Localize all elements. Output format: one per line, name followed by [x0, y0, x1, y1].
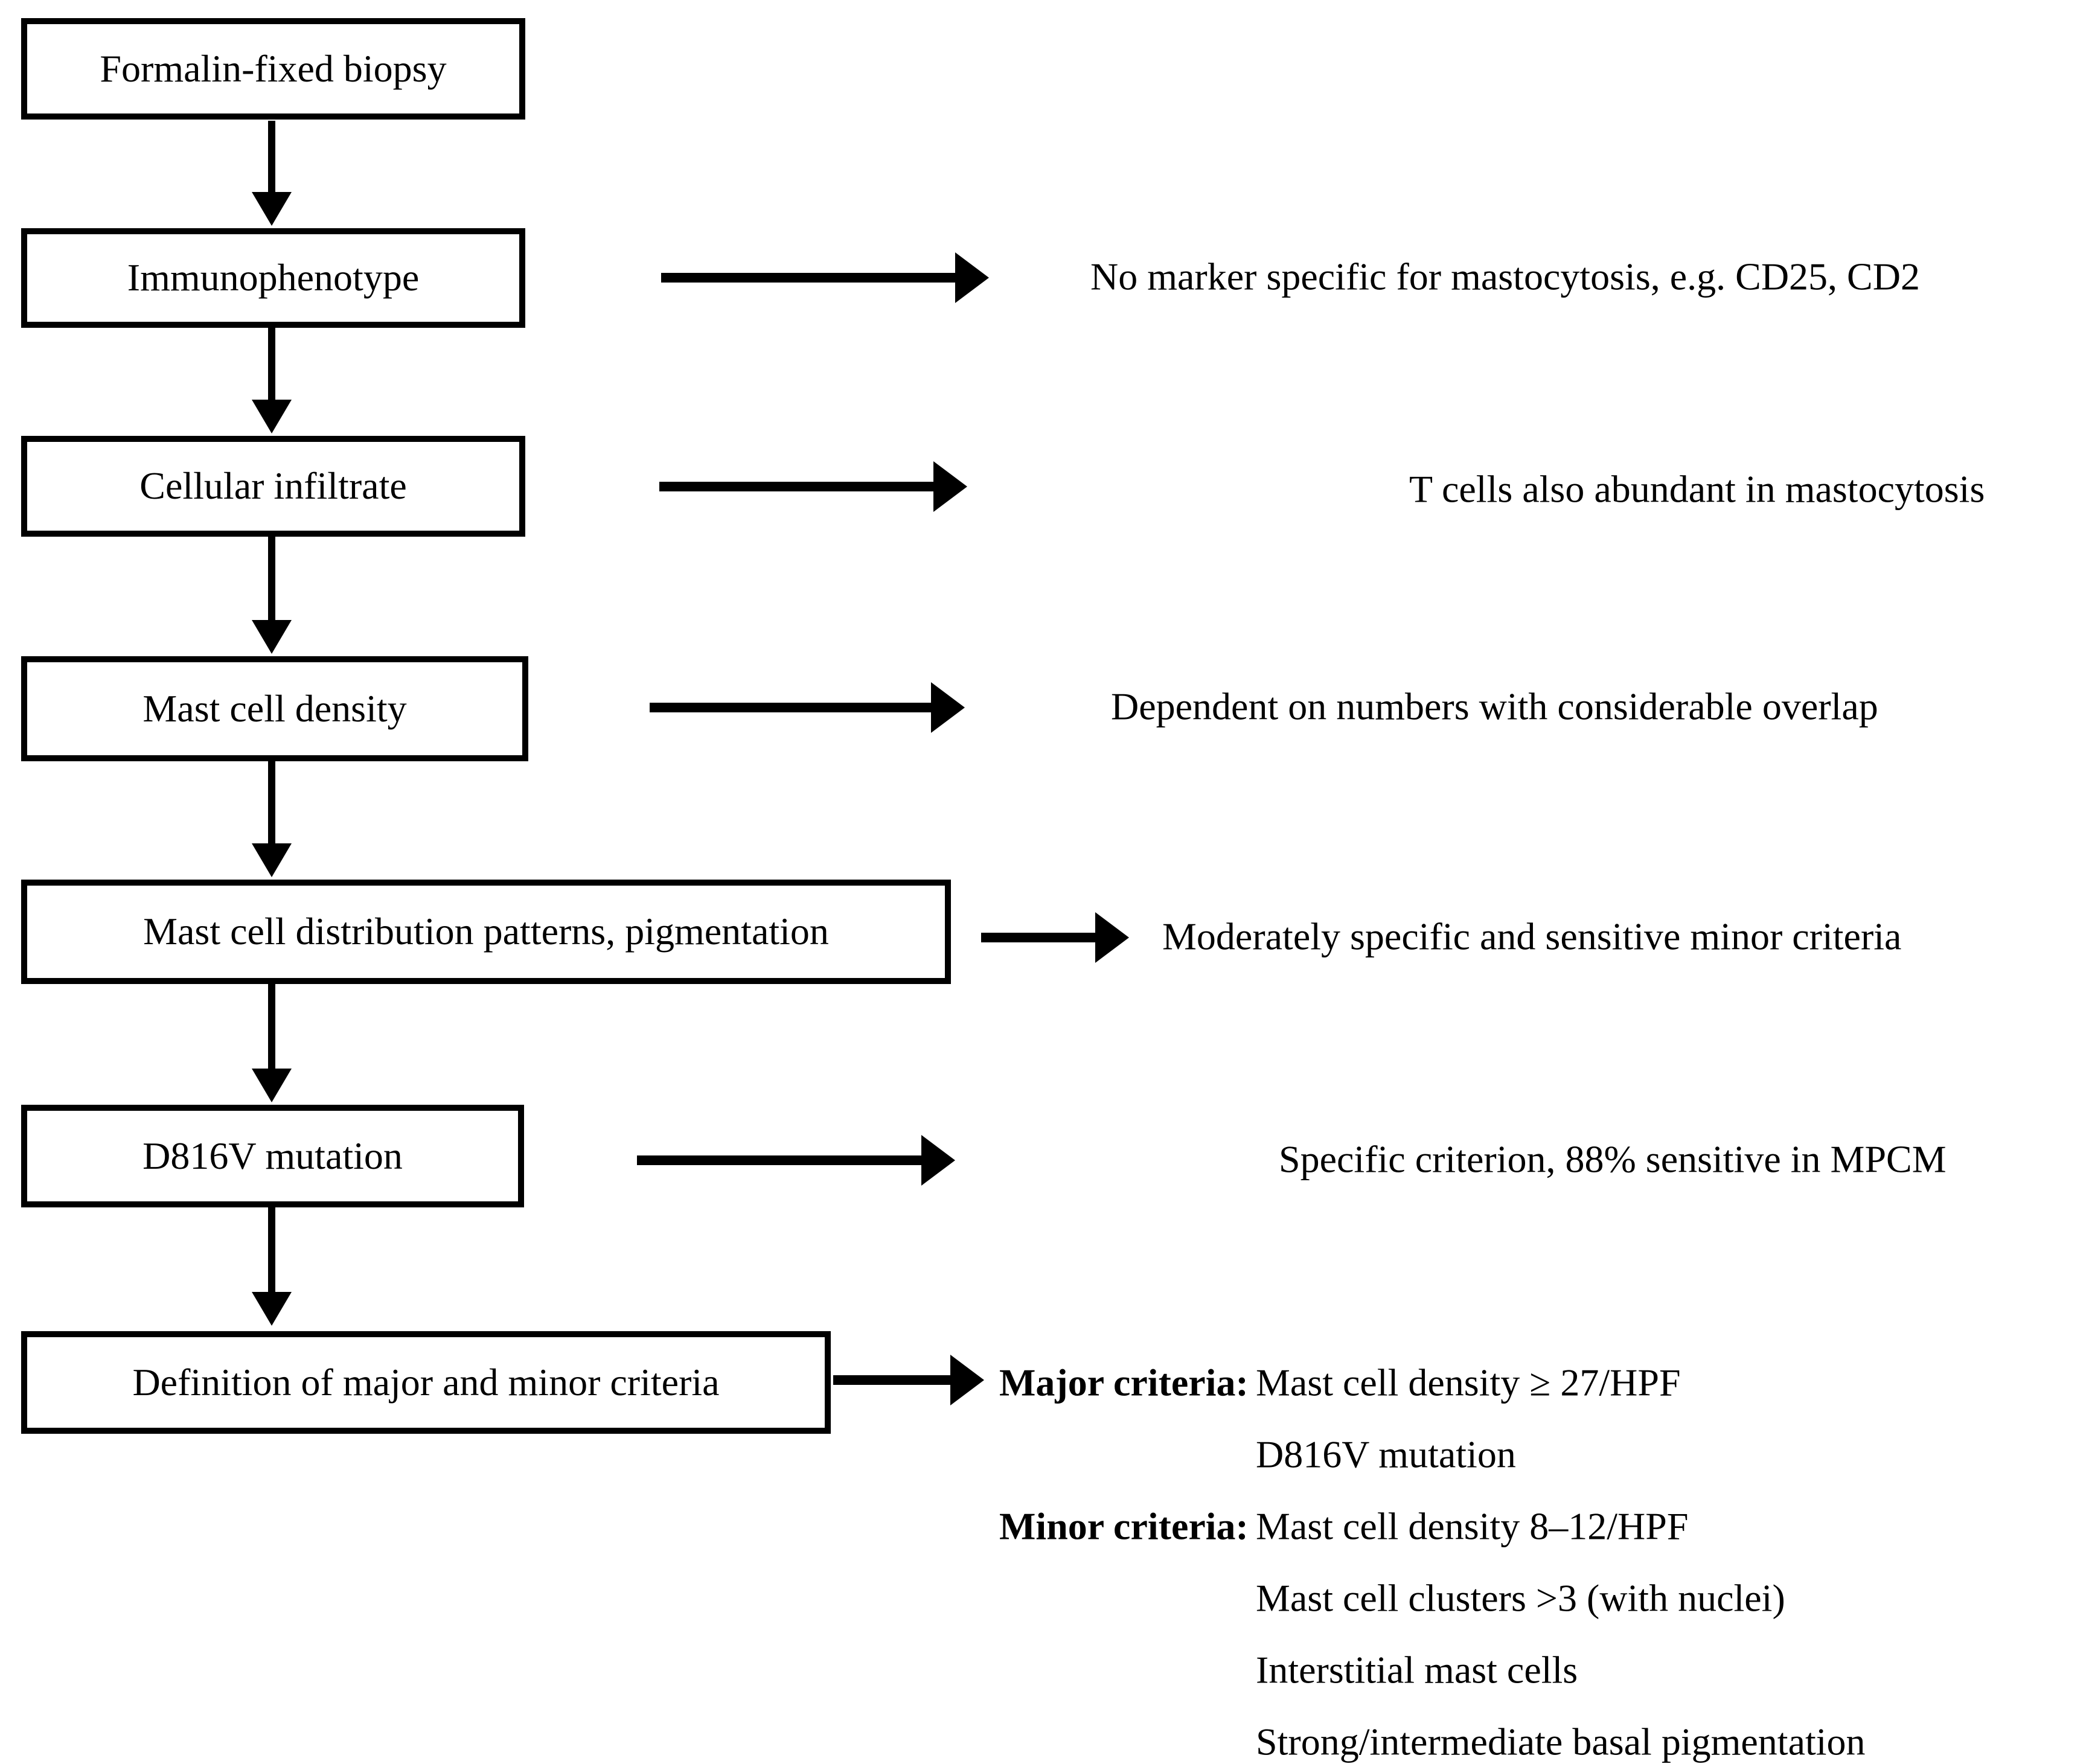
down-arrowhead-icon [252, 1292, 292, 1326]
right-arrow-stem [661, 273, 956, 283]
major-criteria-label: Major criteria: [999, 1361, 1249, 1404]
down-arrowhead-icon [252, 400, 292, 433]
minor-criteria-item: Strong/intermediate basal pigmentation [1256, 1720, 1866, 1763]
down-arrowhead-icon [252, 192, 292, 226]
flow-box-label: D816V mutation [142, 1134, 403, 1177]
flow-box-label: Mast cell density [142, 686, 407, 730]
right-arrowhead-icon [921, 1135, 955, 1186]
down-arrow-stem [268, 761, 275, 843]
major-criteria-item: D816V mutation [1256, 1433, 1516, 1476]
down-arrow-stem [268, 537, 275, 620]
right-arrow-stem [659, 482, 935, 491]
minor-criteria-label: Minor criteria: [999, 1504, 1249, 1548]
down-arrow-stem [268, 1207, 275, 1292]
minor-criteria-item: Mast cell clusters >3 (with nuclei) [1256, 1576, 1785, 1620]
flow-box-d816v-mutation: D816V mutation [21, 1105, 524, 1207]
right-arrow-stem [833, 1375, 952, 1385]
flow-box-label: Cellular infiltrate [139, 464, 407, 508]
down-arrowhead-icon [252, 1069, 292, 1102]
right-arrowhead-icon [931, 682, 965, 733]
right-arrow-stem [650, 703, 932, 712]
right-arrow-stem [637, 1155, 923, 1165]
right-arrowhead-icon [1095, 912, 1129, 963]
right-arrowhead-icon [933, 461, 967, 512]
right-arrow-stem [981, 933, 1096, 942]
down-arrowhead-icon [252, 620, 292, 654]
note-no-marker: No marker specific for mastocytosis, e.g… [1090, 255, 1920, 298]
down-arrow-stem [268, 328, 275, 400]
flow-box-label: Definition of major and minor criteria [132, 1360, 720, 1404]
right-arrowhead-icon [955, 252, 989, 303]
minor-criteria-item: Mast cell density 8–12/HPF [1256, 1504, 1689, 1548]
flow-box-mast-cell-density: Mast cell density [21, 656, 528, 761]
major-criteria-item: Mast cell density ≥ 27/HPF [1256, 1361, 1681, 1404]
flow-box-immunophenotype: Immunophenotype [21, 228, 525, 328]
right-arrowhead-icon [950, 1355, 984, 1405]
flow-box-formalin-fixed-biopsy: Formalin-fixed biopsy [21, 18, 525, 120]
down-arrow-stem [268, 984, 275, 1069]
note-specific-criterion: Specific criterion, 88% sensitive in MPC… [1279, 1137, 1947, 1181]
flow-box-criteria-definition: Definition of major and minor criteria [21, 1331, 831, 1434]
down-arrow-stem [268, 121, 275, 192]
minor-criteria-item: Interstitial mast cells [1256, 1648, 1578, 1692]
flow-box-label: Formalin-fixed biopsy [100, 46, 447, 90]
note-dependent-numbers: Dependent on numbers with considerable o… [1111, 685, 1878, 728]
flow-box-cellular-infiltrate: Cellular infiltrate [21, 436, 525, 537]
flow-box-distribution-pigmentation: Mast cell distribution patterns, pigment… [21, 880, 951, 984]
note-t-cells: T cells also abundant in mastocytosis [1409, 467, 1985, 511]
flow-box-label: Immunophenotype [127, 256, 420, 299]
flow-box-label: Mast cell distribution patterns, pigment… [143, 910, 829, 953]
down-arrowhead-icon [252, 843, 292, 877]
note-moderately-specific: Moderately specific and sensitive minor … [1162, 915, 1902, 958]
